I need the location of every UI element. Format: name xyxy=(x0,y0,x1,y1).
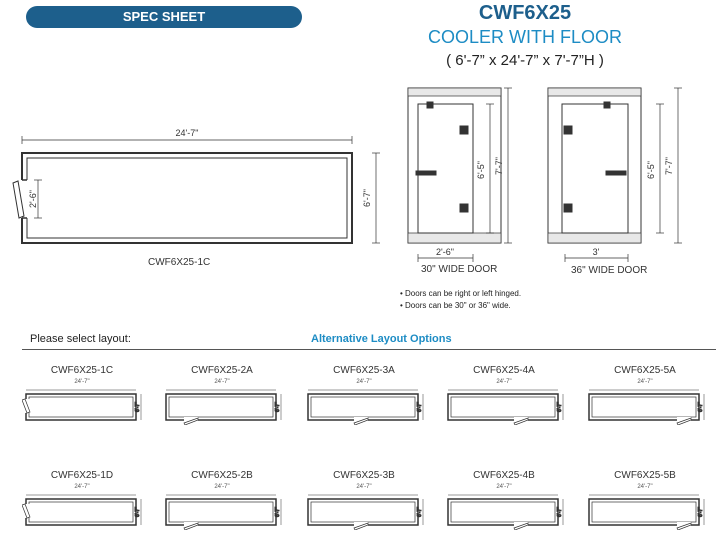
layout-depth-label: 6'-7" xyxy=(135,402,141,412)
notes-list: Doors can be right or left hinged. Doors… xyxy=(400,288,521,312)
layout-option-cwf6x25-2b[interactable]: CWF6X25-2B 24'-7" 6'-7" xyxy=(162,470,282,540)
layout-option-cwf6x25-4b[interactable]: CWF6X25-4B 24'-7" 6'-7" xyxy=(444,470,564,540)
layout-name: CWF6X25-1C xyxy=(50,365,114,376)
layout-plan-diagram: 6'-7" xyxy=(165,389,282,425)
note-item: Doors can be right or left hinged. xyxy=(400,288,521,300)
elev2-caption: 36" WIDE DOOR xyxy=(571,265,648,276)
note-item: Doors can be 30" or 36" wide. xyxy=(400,300,521,312)
elev2-door-height: 6'-5" xyxy=(646,161,656,179)
layout-width-label: 24'-7" xyxy=(356,484,372,490)
elev1-door-height: 6'-5" xyxy=(476,161,486,179)
layout-option-cwf6x25-3a[interactable]: CWF6X25-3A 24'-7" 6'-7" xyxy=(304,365,424,435)
select-layout-label: Please select layout: xyxy=(30,333,131,345)
layout-width-label: 24'-7" xyxy=(74,484,90,490)
model-dimensions: ( 6'-7” x 24'-7” x 7'-7”H ) xyxy=(446,52,604,69)
model-title: CWF6X25 xyxy=(478,2,572,24)
layout-depth-label: 6'-7" xyxy=(698,402,704,412)
layout-depth-label: 6'-7" xyxy=(275,507,281,517)
main-width-label: 24'-7" xyxy=(176,128,199,138)
elev2-door-width: 3' xyxy=(593,247,600,257)
layout-option-cwf6x25-5a[interactable]: CWF6X25-5A 24'-7" 6'-7" xyxy=(585,365,705,435)
model-subtitle: COOLER WITH FLOOR xyxy=(427,27,622,47)
layout-option-cwf6x25-1c[interactable]: CWF6X25-1C 24'-7" 6'-7" xyxy=(22,365,142,435)
elev1-total-height: 7'-7" xyxy=(494,157,504,175)
elevation-30-door xyxy=(407,87,512,262)
layout-plan-diagram: 6'-7" xyxy=(447,494,564,530)
layout-name: CWF6X25-3A xyxy=(333,365,395,376)
layout-name: CWF6X25-3B xyxy=(333,470,395,481)
layout-name: CWF6X25-4B xyxy=(473,470,535,481)
elev1-door-width: 2'-6" xyxy=(436,247,454,257)
layout-name: CWF6X25-5A xyxy=(614,365,676,376)
layout-plan-diagram: 6'-7" xyxy=(307,389,424,425)
layout-plan-diagram: 6'-7" xyxy=(588,494,705,530)
layout-plan-diagram: 6'-7" xyxy=(307,494,424,530)
layout-plan-diagram: 6'-7" xyxy=(22,494,142,526)
layout-depth-label: 6'-7" xyxy=(417,402,423,412)
layout-name: CWF6X25-5B xyxy=(614,470,676,481)
layout-plan-diagram: 6'-7" xyxy=(165,494,282,530)
layout-plan-diagram: 6'-7" xyxy=(588,389,705,425)
layout-width-label: 24'-7" xyxy=(496,379,512,385)
layout-plan-diagram: 6'-7" xyxy=(22,389,142,421)
main-floor-plan xyxy=(12,136,380,244)
layout-width-label: 24'-7" xyxy=(496,484,512,490)
main-plan-caption: CWF6X25-1C xyxy=(148,257,211,268)
layout-name: CWF6X25-2B xyxy=(191,470,253,481)
layout-name: CWF6X25-4A xyxy=(473,365,535,376)
elevation-36-door xyxy=(547,87,682,262)
layout-option-cwf6x25-3b[interactable]: CWF6X25-3B 24'-7" 6'-7" xyxy=(304,470,424,540)
spec-sheet-banner: SPEC SHEET xyxy=(26,6,302,28)
main-door-label: 2'-6" xyxy=(28,190,38,208)
section-divider xyxy=(22,349,716,350)
layout-width-label: 24'-7" xyxy=(356,379,372,385)
layout-option-cwf6x25-1d[interactable]: CWF6X25-1D 24'-7" 6'-7" xyxy=(22,470,142,540)
layout-option-cwf6x25-4a[interactable]: CWF6X25-4A 24'-7" 6'-7" xyxy=(444,365,564,435)
layout-width-label: 24'-7" xyxy=(637,484,653,490)
layout-width-label: 24'-7" xyxy=(637,379,653,385)
layout-depth-label: 6'-7" xyxy=(557,507,563,517)
layout-name: CWF6X25-1D xyxy=(50,470,114,481)
layout-option-cwf6x25-2a[interactable]: CWF6X25-2A 24'-7" 6'-7" xyxy=(162,365,282,435)
layout-depth-label: 6'-7" xyxy=(557,402,563,412)
layout-width-label: 24'-7" xyxy=(214,379,230,385)
layout-depth-label: 6'-7" xyxy=(275,402,281,412)
layout-depth-label: 6'-7" xyxy=(135,507,141,517)
layout-width-label: 24'-7" xyxy=(74,379,90,385)
elev2-total-height: 7'-7" xyxy=(664,157,674,175)
layout-depth-label: 6'-7" xyxy=(698,507,704,517)
layout-name: CWF6X25-2A xyxy=(191,365,253,376)
layout-depth-label: 6'-7" xyxy=(417,507,423,517)
layout-width-label: 24'-7" xyxy=(214,484,230,490)
layout-plan-diagram: 6'-7" xyxy=(447,389,564,425)
elev1-caption: 30" WIDE DOOR xyxy=(421,264,498,275)
main-drawings: 24'-7" 2'-6" 6'-7" 6'-5" 7'-7" 2'-6" xyxy=(12,87,682,262)
main-depth-label: 6'-7" xyxy=(362,189,372,207)
alternative-layout-label: Alternative Layout Options xyxy=(311,333,452,345)
layout-option-cwf6x25-5b[interactable]: CWF6X25-5B 24'-7" 6'-7" xyxy=(585,470,705,540)
